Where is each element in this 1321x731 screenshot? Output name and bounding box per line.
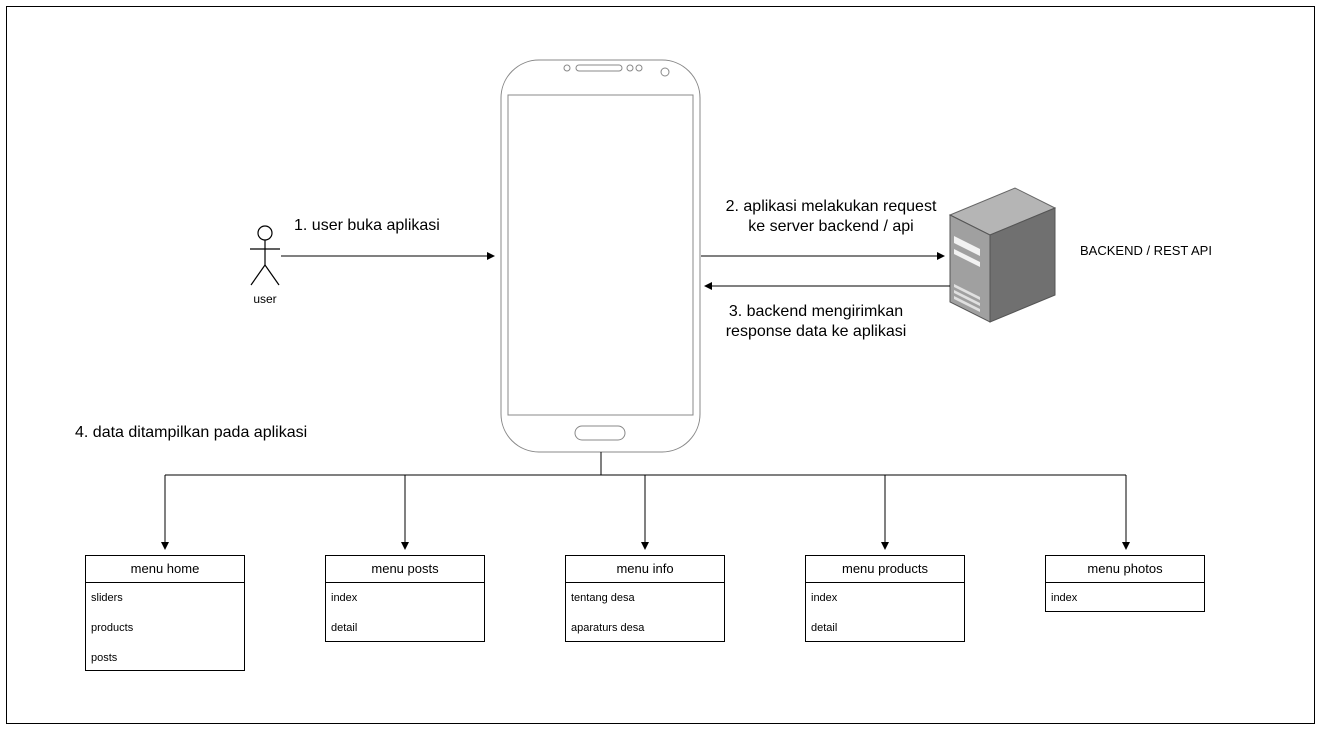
menu-photos-box: menu photos index <box>1045 555 1205 612</box>
step-3-line-1: 3. backend mengirimkan <box>728 303 904 320</box>
menu-posts-box: menu posts index detail <box>325 555 485 642</box>
menu-posts-item: detail <box>331 622 358 634</box>
menu-info-box: menu info tentang desa aparaturs desa <box>565 555 725 642</box>
menu-home-item: products <box>91 622 134 634</box>
menu-products-title: menu products <box>806 556 964 583</box>
step-3-label: 3. backend mengirimkan response data ke … <box>705 302 927 342</box>
step-2-line-2: ke server backend / api <box>748 218 914 235</box>
smartphone-icon <box>500 59 701 453</box>
menu-home-item: posts <box>91 652 118 664</box>
user-label: user <box>253 292 277 306</box>
menu-posts-title: menu posts <box>326 556 484 583</box>
menu-home-item: sliders <box>91 592 123 604</box>
step-4-label: 4. data ditampilkan pada aplikasi <box>75 424 308 441</box>
menu-photos-item: index <box>1051 592 1078 604</box>
menu-connector-tree <box>161 452 1130 550</box>
menu-home-title: menu home <box>86 556 244 583</box>
diagram-frame <box>6 6 1315 724</box>
menu-home-box: menu home sliders products posts <box>85 555 245 671</box>
menu-products-item: detail <box>811 622 838 634</box>
step-2-line-1: 2. aplikasi melakukan request <box>725 198 937 215</box>
step-2-label: 2. aplikasi melakukan request ke server … <box>700 197 962 237</box>
menu-products-item: index <box>811 592 838 604</box>
menu-info-item: aparaturs desa <box>571 622 645 634</box>
step-1-label: 1. user buka aplikasi <box>294 217 440 234</box>
menu-products-box: menu products index detail <box>805 555 965 642</box>
user-actor-icon <box>250 225 280 286</box>
menu-photos-title: menu photos <box>1046 556 1204 583</box>
server-label: BACKEND / REST API <box>1080 243 1212 258</box>
step-3-line-2: response data ke aplikasi <box>725 323 907 340</box>
server-icon <box>948 187 1057 323</box>
menu-info-title: menu info <box>566 556 724 583</box>
menu-info-item: tentang desa <box>571 592 635 604</box>
menu-posts-item: index <box>331 592 358 604</box>
